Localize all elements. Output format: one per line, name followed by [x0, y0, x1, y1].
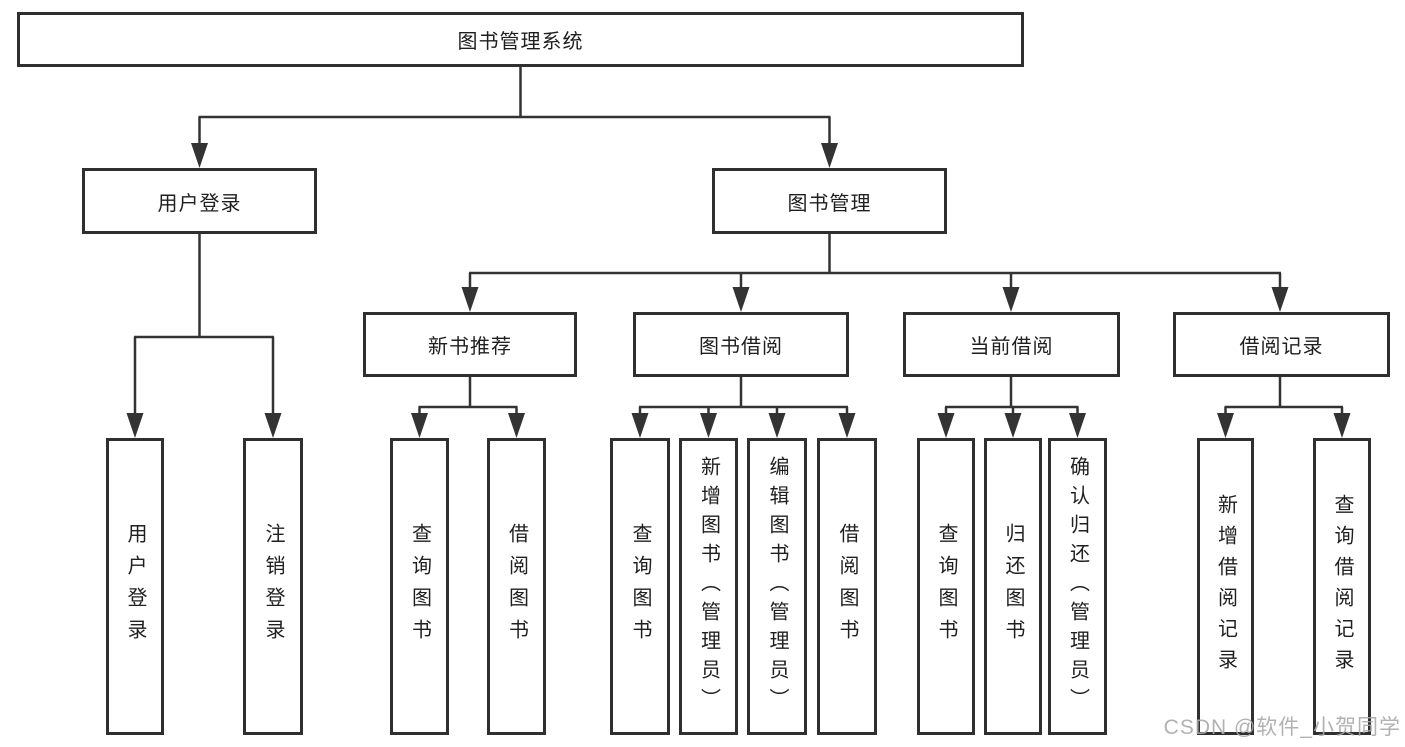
leaf-return-books: 归还图书 — [984, 438, 1042, 735]
node-book-borrowing: 图书借阅 — [633, 312, 849, 377]
node-new-book-recommend: 新书推荐 — [363, 312, 577, 377]
leaf-edit-books-admin: 编辑图书（管理员） — [747, 438, 807, 735]
node-book-borrowing-label: 图书借阅 — [699, 336, 783, 358]
leaf-logout-label: 注销登录 — [262, 522, 284, 651]
leaf-query-borrow-record: 查询借阅记录 — [1313, 438, 1371, 735]
leaf-query-books-borrowing-label: 查询图书 — [629, 522, 651, 651]
leaf-borrow-books-recommend: 借阅图书 — [487, 438, 546, 735]
leaf-query-books-current-label: 查询图书 — [935, 522, 957, 651]
leaf-user-login-label: 用户登录 — [124, 522, 146, 651]
leaf-add-books-admin: 新增图书（管理员） — [679, 438, 738, 735]
leaf-confirm-return-admin: 确认归还（管理员） — [1048, 438, 1107, 735]
node-user-login: 用户登录 — [82, 168, 317, 234]
leaf-borrow-books-recommend-label: 借阅图书 — [505, 522, 528, 651]
node-borrowing-records: 借阅记录 — [1173, 312, 1390, 377]
leaf-query-books-current: 查询图书 — [917, 438, 975, 735]
node-book-management-label: 图书管理 — [787, 192, 872, 215]
arrowheads — [126, 143, 1351, 438]
leaf-confirm-return-admin-label: 确认归还（管理员） — [1066, 456, 1089, 717]
csdn-watermark: CSDN @软件_小贺同学 — [1163, 716, 1401, 739]
node-current-borrowing-label: 当前借阅 — [969, 336, 1054, 358]
leaf-add-borrow-record: 新增借阅记录 — [1197, 438, 1254, 735]
leaf-return-books-label: 归还图书 — [1002, 522, 1024, 651]
leaf-borrow-books: 借阅图书 — [817, 438, 877, 735]
leaf-query-books-borrowing: 查询图书 — [610, 438, 670, 735]
node-borrowing-records-label: 借阅记录 — [1239, 336, 1324, 358]
leaf-user-login: 用户登录 — [106, 438, 164, 735]
leaf-borrow-books-label: 借阅图书 — [836, 522, 858, 651]
leaf-query-books-recommend-label: 查询图书 — [408, 522, 431, 651]
node-current-borrowing: 当前借阅 — [903, 312, 1120, 377]
leaf-query-books-recommend: 查询图书 — [390, 438, 449, 735]
node-library-management-system-label: 图书管理系统 — [457, 31, 584, 53]
node-library-management-system: 图书管理系统 — [17, 12, 1024, 67]
leaf-add-books-admin-label: 新增图书（管理员） — [697, 456, 720, 717]
node-new-book-recommend-label: 新书推荐 — [428, 336, 512, 358]
leaf-edit-books-admin-label: 编辑图书（管理员） — [766, 456, 788, 717]
leaf-add-borrow-record-label: 新增借阅记录 — [1214, 493, 1237, 680]
leaf-logout: 注销登录 — [243, 438, 303, 735]
node-book-management: 图书管理 — [712, 168, 947, 234]
node-user-login-label: 用户登录 — [157, 192, 242, 215]
leaf-query-borrow-record-label: 查询借阅记录 — [1331, 493, 1353, 680]
